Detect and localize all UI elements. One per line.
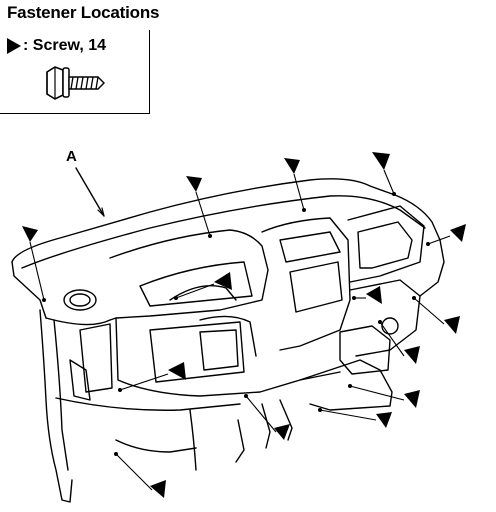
screw-marker-9 [404, 346, 420, 364]
legend-item-screw: : Screw, 14 [7, 35, 106, 57]
left-lower-trim [69, 359, 91, 401]
wiring-harness-3 [261, 403, 271, 449]
callout-a-leader [75, 167, 105, 217]
right-upper-panel-inner [357, 221, 413, 269]
screw-point-14 [114, 452, 118, 456]
screw-marker-5 [450, 224, 466, 242]
screw-point-10 [118, 388, 122, 392]
lower-center-panel [149, 321, 245, 383]
center-stack-outline [261, 217, 351, 351]
screw-leader-6 [175, 283, 215, 299]
screw-marker-2 [186, 176, 202, 192]
screw-leader-4 [383, 169, 395, 195]
screw-leader-11 [349, 385, 405, 401]
screw-marker-7 [366, 286, 382, 304]
screw-marker-10 [168, 362, 186, 380]
screw-leader-9 [379, 321, 405, 357]
screw-marker-1 [22, 226, 38, 242]
screw-marker-13 [274, 424, 290, 440]
lower-floor-edge [115, 439, 197, 453]
screw-point-11 [348, 384, 352, 388]
lower-dash-body [45, 317, 341, 397]
screw-leader-14 [115, 453, 153, 491]
screw-marker-14 [150, 480, 166, 498]
dashboard-top-inner [21, 195, 426, 269]
wiring-harness-1 [189, 409, 197, 471]
dashboard-front-edge [11, 261, 47, 319]
screw-markers [22, 152, 466, 498]
center-stack-upper-opening [279, 231, 341, 263]
screw-point-13 [244, 394, 248, 398]
steering-column-area [199, 315, 257, 357]
left-side-panel-inner [53, 319, 69, 471]
left-vent-inner [69, 293, 91, 307]
dashboard-top-right-edge [419, 239, 445, 297]
cluster-hood [109, 229, 269, 319]
legend-box [0, 30, 150, 114]
cluster-opening [139, 261, 253, 307]
screw-leader-8 [413, 297, 445, 325]
page-title: Fastener Locations [7, 3, 160, 22]
center-stack-lower-opening [289, 261, 343, 313]
screw-leader-3 [293, 173, 305, 211]
screw-point-4 [392, 192, 396, 196]
screw-marker-3 [284, 158, 300, 174]
lower-left-panel [79, 323, 113, 393]
left-side-panel [39, 309, 73, 503]
screw-point-12 [318, 408, 322, 412]
lower-center-inner [199, 329, 239, 371]
screw-point-7 [352, 296, 356, 300]
screw-marker-4 [372, 152, 390, 170]
left-vent [63, 289, 97, 311]
screw-point-9 [378, 320, 382, 324]
right-lower-bracket [299, 359, 393, 411]
screw-point-1 [42, 298, 46, 302]
screw-point-6 [174, 296, 178, 300]
screw-leader-10 [119, 373, 169, 391]
flange-screw-icon [46, 66, 105, 100]
triangle-marker-icon [7, 38, 21, 54]
glovebox-knob [381, 317, 399, 335]
glovebox-hinge [339, 325, 391, 375]
screw-leader-13 [245, 395, 277, 433]
screw-marker-11 [404, 390, 420, 408]
screw-point-3 [302, 208, 306, 212]
wiring-harness-2 [235, 419, 245, 463]
screw-marker-8 [444, 316, 460, 334]
screw-leader-1 [29, 241, 45, 301]
callout-label-a: A [66, 148, 77, 165]
screw-point-8 [412, 296, 416, 300]
wiring-harness-4 [279, 399, 293, 441]
screw-marker-12 [376, 412, 392, 428]
screw-marker-6 [214, 272, 232, 290]
right-upper-panel [347, 205, 425, 283]
callout-a-arrowhead [97, 207, 105, 217]
screw-point-2 [208, 234, 212, 238]
dashboard-top-outline [11, 178, 441, 263]
lower-brace [55, 397, 241, 411]
right-glovebox-area [349, 279, 421, 357]
legend-label: : Screw, 14 [23, 37, 107, 54]
screw-leader-2 [195, 191, 211, 237]
screw-leader-12 [319, 409, 377, 421]
screw-leader-5 [427, 235, 451, 245]
screw-point-5 [426, 242, 430, 246]
